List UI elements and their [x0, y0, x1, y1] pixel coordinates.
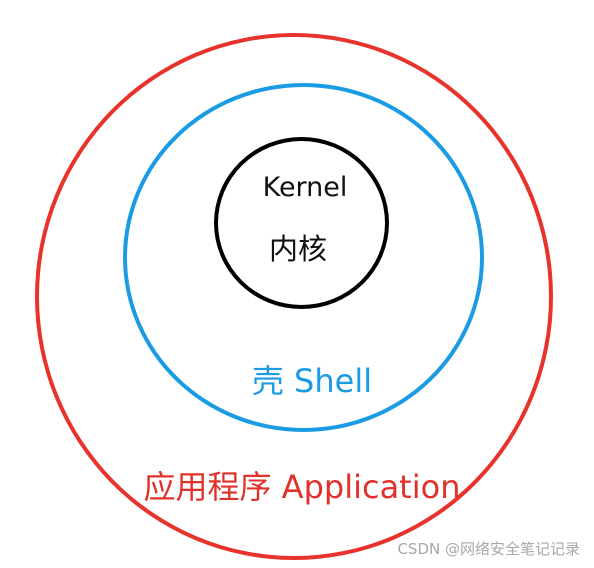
application-ring: [35, 33, 553, 560]
kernel-label-en: Kernel: [262, 172, 348, 203]
shell-label: 壳 Shell: [251, 362, 373, 400]
kernel-label-zh: 内核: [268, 232, 328, 266]
application-label: 应用程序 Application: [143, 468, 461, 506]
shell-ring: [123, 83, 484, 432]
kernel-ring: [214, 137, 389, 309]
watermark: CSDN @网络安全笔记记录: [397, 540, 580, 558]
